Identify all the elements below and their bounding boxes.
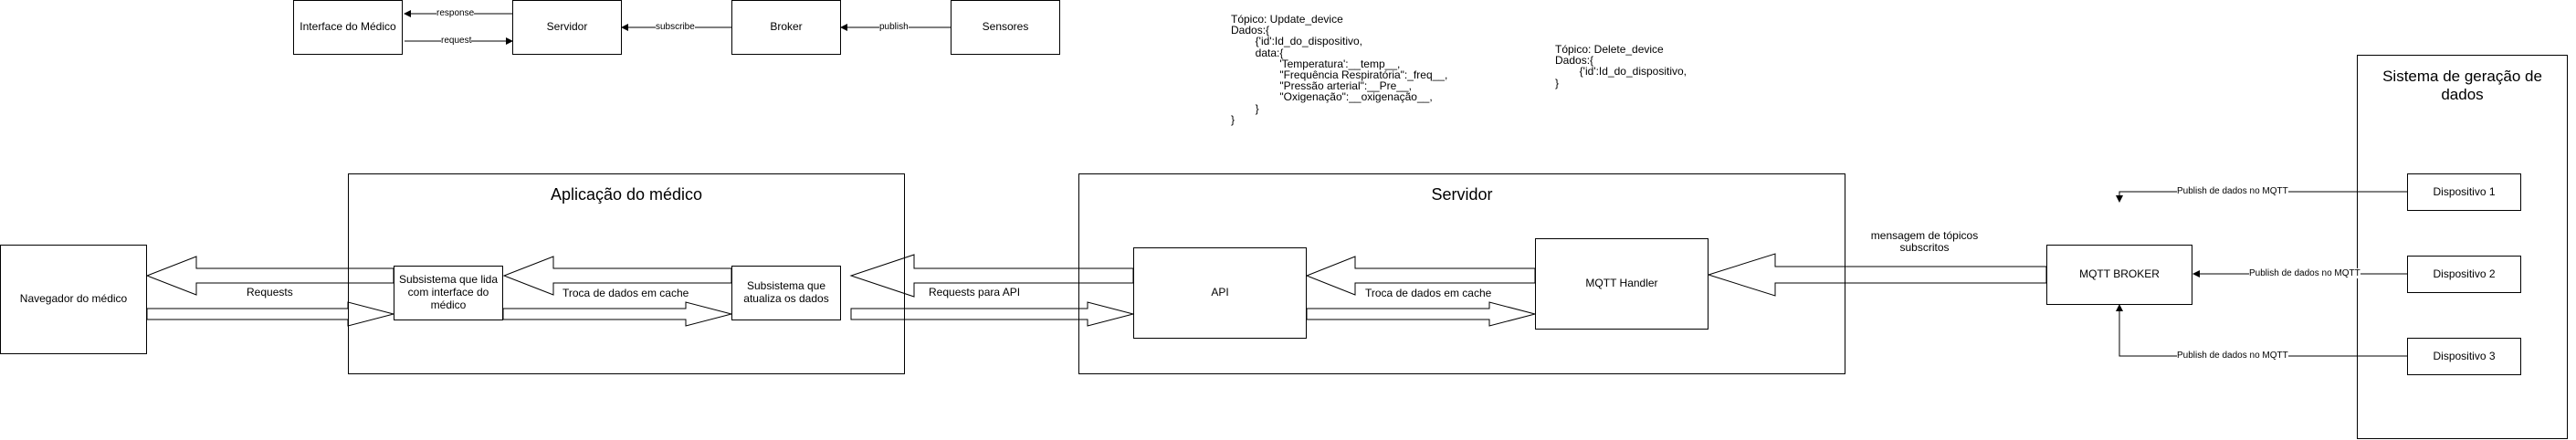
mqtt-broker-label: MQTT BROKER: [2079, 267, 2160, 281]
data-generation-container: Sistema de geração de dados: [2357, 55, 2568, 439]
server-cache-return-arrow: [1305, 256, 1536, 296]
update-line: Tópico: Update_device: [1231, 13, 1343, 26]
device-2-label: Dispositivo 2: [2433, 267, 2496, 280]
device-3-box: Dispositivo 3: [2407, 338, 2521, 375]
publish-label: publish: [879, 22, 909, 32]
update-line: "Pressão arterial":__Pre__,: [1231, 79, 1412, 93]
cache-subsystem-label: Subsistema que atualiza os dados: [743, 279, 829, 305]
app-cache-label: Troca de dados em cache: [563, 287, 689, 299]
api-return-arrow: [849, 254, 1134, 298]
api-label: API: [1211, 286, 1229, 299]
device-1-box: Dispositivo 1: [2407, 173, 2521, 211]
device-3-label: Dispositivo 3: [2433, 349, 2496, 362]
top-server-label: Servidor: [546, 20, 588, 34]
doctor-browser-label: Navegador do médico: [19, 292, 128, 306]
server-title: Servidor: [1431, 185, 1493, 204]
device-1-label: Dispositivo 1: [2433, 184, 2496, 198]
device-1-link-label: Publish de dados no MQTT: [2177, 186, 2288, 196]
device-2-box: Dispositivo 2: [2407, 256, 2521, 293]
doctor-interface-label: Interface do Médico: [300, 20, 396, 34]
requests-return-arrow: [145, 256, 394, 296]
update-line: {'id':Id_do_dispositivo,: [1231, 35, 1362, 48]
update-device-topic: Tópico: Update_device Dados:{ {'id':Id_d…: [1231, 14, 1447, 125]
doctor-interface-box: Interface do Médico: [293, 0, 403, 55]
delete-line: Dados:{: [1555, 54, 1594, 68]
delete-line: {'id':Id_do_dispositivo,: [1555, 65, 1687, 79]
mqtt-handler-label: MQTT Handler: [1585, 277, 1658, 290]
server-container: Servidor: [1078, 173, 1845, 374]
doctor-browser-box: Navegador do médico: [0, 245, 147, 354]
update-line: 'Temperatura':__temp__,: [1231, 57, 1401, 70]
doctor-app-container: Aplicação do médico: [348, 173, 905, 374]
broker-to-handler-arrow: [1707, 253, 2047, 297]
sensors-box: Sensores: [951, 0, 1060, 55]
sensors-label: Sensores: [982, 20, 1029, 34]
top-broker-box: Broker: [731, 0, 841, 55]
api-forward-arrow: [850, 301, 1135, 327]
request-label: request: [441, 36, 472, 46]
doctor-app-title: Aplicação do médico: [550, 185, 703, 204]
top-broker-label: Broker: [770, 20, 803, 34]
response-label: response: [436, 8, 475, 18]
app-cache-forward-arrow: [502, 301, 733, 327]
update-line: data:{: [1231, 46, 1284, 59]
update-line: }: [1231, 101, 1259, 115]
api-box: API: [1133, 247, 1307, 339]
requests-label: Requests: [247, 286, 293, 299]
cache-subsystem-box: Subsistema que atualiza os dados: [731, 266, 841, 320]
api-requests-label: Requests para API: [929, 286, 1021, 299]
data-generation-title: Sistema de geração de dados: [2382, 68, 2542, 104]
delete-line: Tópico: Delete_device: [1555, 43, 1664, 56]
device-2-link-label: Publish de dados no MQTT: [2249, 268, 2360, 278]
subscribe-label: subscribe: [656, 22, 695, 32]
mqtt-handler-box: MQTT Handler: [1535, 238, 1709, 330]
update-line: Dados:{: [1231, 24, 1270, 37]
delete-line: }: [1555, 76, 1560, 89]
mqtt-broker-box: MQTT BROKER: [2046, 245, 2192, 305]
top-server-box: Servidor: [512, 0, 622, 55]
device-3-connector: [2116, 304, 2407, 357]
device-3-link-label: Publish de dados no MQTT: [2177, 351, 2288, 361]
app-cache-return-arrow: [502, 256, 732, 296]
update-line: "Frequência Respiratória":_freq__,: [1231, 68, 1448, 82]
update-line: "Oxigenação":__oxigenação__,: [1231, 90, 1433, 104]
ui-subsystem-label: Subsistema que lida com interface do méd…: [398, 273, 499, 311]
server-cache-label: Troca de dados em cache: [1365, 287, 1492, 299]
device-1-connector: [2116, 191, 2407, 203]
update-line: }: [1231, 112, 1235, 126]
ui-subsystem-box: Subsistema que lida com interface do méd…: [394, 266, 503, 320]
broker-message-label: mensagem de tópicos subscritos: [1870, 229, 1979, 255]
delete-device-topic: Tópico: Delete_device Dados:{ {'id':Id_d…: [1555, 44, 1687, 89]
server-cache-forward-arrow: [1306, 301, 1537, 327]
